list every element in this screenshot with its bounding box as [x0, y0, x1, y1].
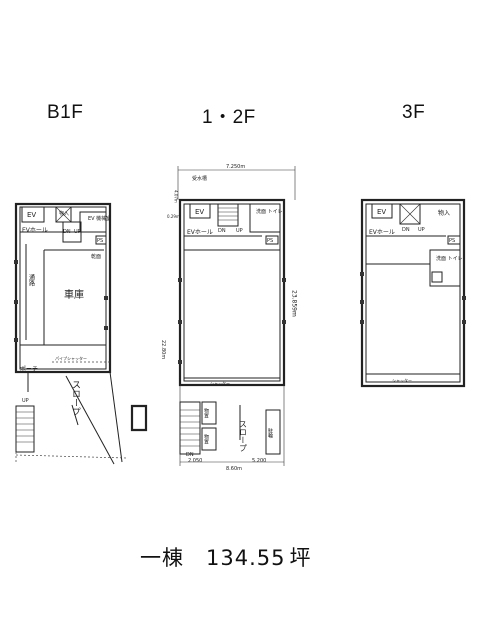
b1f-slope-label: スロープ: [70, 380, 80, 416]
f12-title: 1・2F: [202, 107, 256, 128]
f12-ev-hall-label: EVホール: [187, 229, 213, 236]
b1f-up-label: UP: [74, 229, 81, 235]
b1f-ev-hall-label: EVホール: [22, 227, 48, 234]
f12-height-left: 22.80m: [160, 340, 166, 359]
b1f-storage-label: 物入: [59, 210, 69, 217]
b1f-ev-label: EV: [27, 211, 36, 219]
f12-dim-5200: 5.200: [252, 458, 266, 464]
f12-dim-2050: 2.050: [188, 458, 202, 464]
f3-title: 3F: [402, 102, 426, 123]
f3-up-label: UP: [418, 227, 425, 233]
b1f-porch-label: ポーチ: [20, 365, 38, 373]
f12-plan: 7.250m 受水槽 4.07m 0.29m EV 洗面 トイレ EVホール D…: [160, 164, 298, 472]
f12-dim-407: 4.07m: [174, 190, 179, 203]
b1f-up-bottom-label: UP: [22, 398, 29, 404]
f12-slope-label: スロープ: [239, 420, 248, 452]
f12-dn-label: DN: [218, 228, 226, 234]
f3-shutter-label: シャッター: [392, 377, 412, 383]
f12-storage-b: 物置: [203, 433, 209, 445]
b1f-drying-label: 乾面: [91, 253, 101, 260]
f12-ev-label: EV: [195, 208, 204, 216]
f12-parking-label: 駐輪: [267, 427, 273, 439]
f12-top-width: 7.250m: [226, 164, 245, 170]
f3-plan: EV 物入 EVホール DN UP PS 洗面 トイレ シャッター: [360, 198, 466, 388]
f3-dn-label: DN: [402, 227, 410, 233]
total-unit: 坪: [289, 546, 312, 570]
f12-up-label: UP: [236, 228, 243, 234]
f12-dim-860: 8.60m: [226, 466, 242, 472]
b1f-pipe-shutter-label: パイプシャッター: [55, 355, 87, 361]
f12-wash-toilet: 洗面 トイレ: [256, 208, 283, 215]
b1f-ev-machine-label: EV 機械室: [88, 215, 111, 222]
b1f-title: B1F: [47, 102, 84, 123]
b1f-plan: EV 物入 EV 機械室 EVホール DN UP PS 乾面 通路 車庫 パイプ…: [14, 202, 127, 465]
total-label: 一棟: [140, 546, 184, 570]
f12-storage-a: 物置: [203, 407, 209, 419]
b1f-ps-label: PS: [97, 238, 103, 244]
f12-height-right: 23.859m: [291, 290, 298, 317]
standalone-block: [130, 404, 148, 432]
b1f-passage-label: 通路: [28, 273, 35, 287]
b1f-garage-label: 車庫: [64, 288, 84, 301]
f12-water-tank: 受水槽: [192, 175, 207, 182]
f3-ev-label: EV: [377, 208, 386, 216]
f3-ps-label: PS: [449, 238, 455, 244]
f12-ps-label: PS: [267, 238, 273, 244]
b1f-dn-label: DN: [63, 229, 71, 235]
f12-dn-bottom: DN: [186, 452, 194, 458]
f3-wash-toilet: 洗面 トイレ: [436, 255, 463, 262]
f12-dim-029: 0.29m: [167, 214, 180, 219]
f12-shutter-label: シャッター: [210, 380, 230, 386]
total-value: 134.55: [206, 546, 286, 570]
f3-storage-label: 物入: [438, 209, 450, 217]
f3-ev-hall-label: EVホール: [369, 229, 395, 236]
